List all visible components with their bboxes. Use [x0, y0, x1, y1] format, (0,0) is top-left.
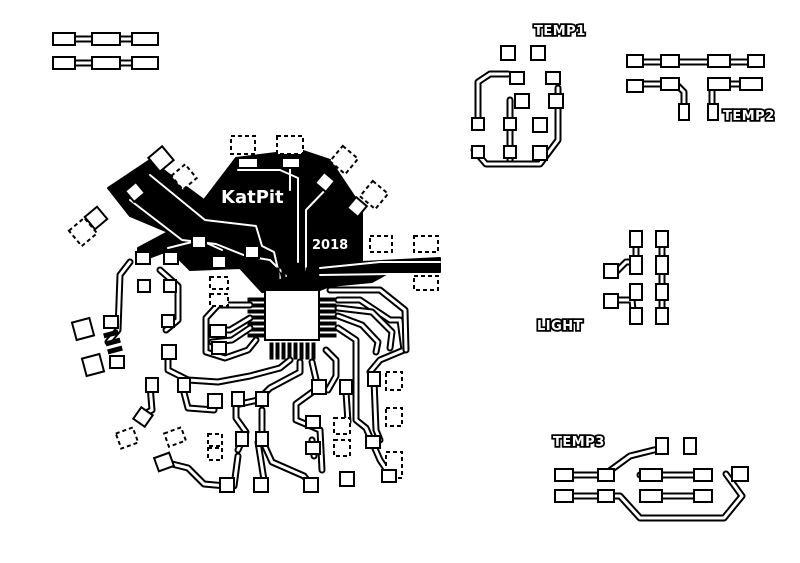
- mcu-pins-bottom: [269, 342, 316, 360]
- board-title: KatPit: [221, 187, 284, 208]
- temp3-label: TEMP3: [553, 435, 605, 450]
- light-sensor: LIGHT: [535, 230, 669, 336]
- temp2-label: TEMP2: [723, 109, 775, 124]
- usb-connector: [70, 315, 125, 378]
- light-label: LIGHT: [537, 319, 583, 334]
- dashed-footprints-top: [169, 135, 439, 291]
- top-left-strips: [52, 32, 159, 70]
- strip-lower: [52, 56, 159, 70]
- mcu-pins-right: [319, 297, 337, 338]
- mcu-chip: [247, 267, 337, 360]
- mcu-body: [264, 289, 320, 341]
- mcu-pins-top: [269, 267, 316, 285]
- temp1-sensor: TEMP1: [470, 22, 587, 168]
- board-year: 2018: [312, 238, 348, 253]
- temp1-label: TEMP1: [534, 24, 586, 39]
- routed-traces: [104, 258, 410, 490]
- temp3-sensor: TEMP3: [551, 433, 749, 522]
- component-pads: [67, 205, 403, 493]
- strip-upper: [52, 32, 159, 46]
- pour-pads: [123, 144, 369, 269]
- temp2-sensor: TEMP2: [626, 54, 776, 126]
